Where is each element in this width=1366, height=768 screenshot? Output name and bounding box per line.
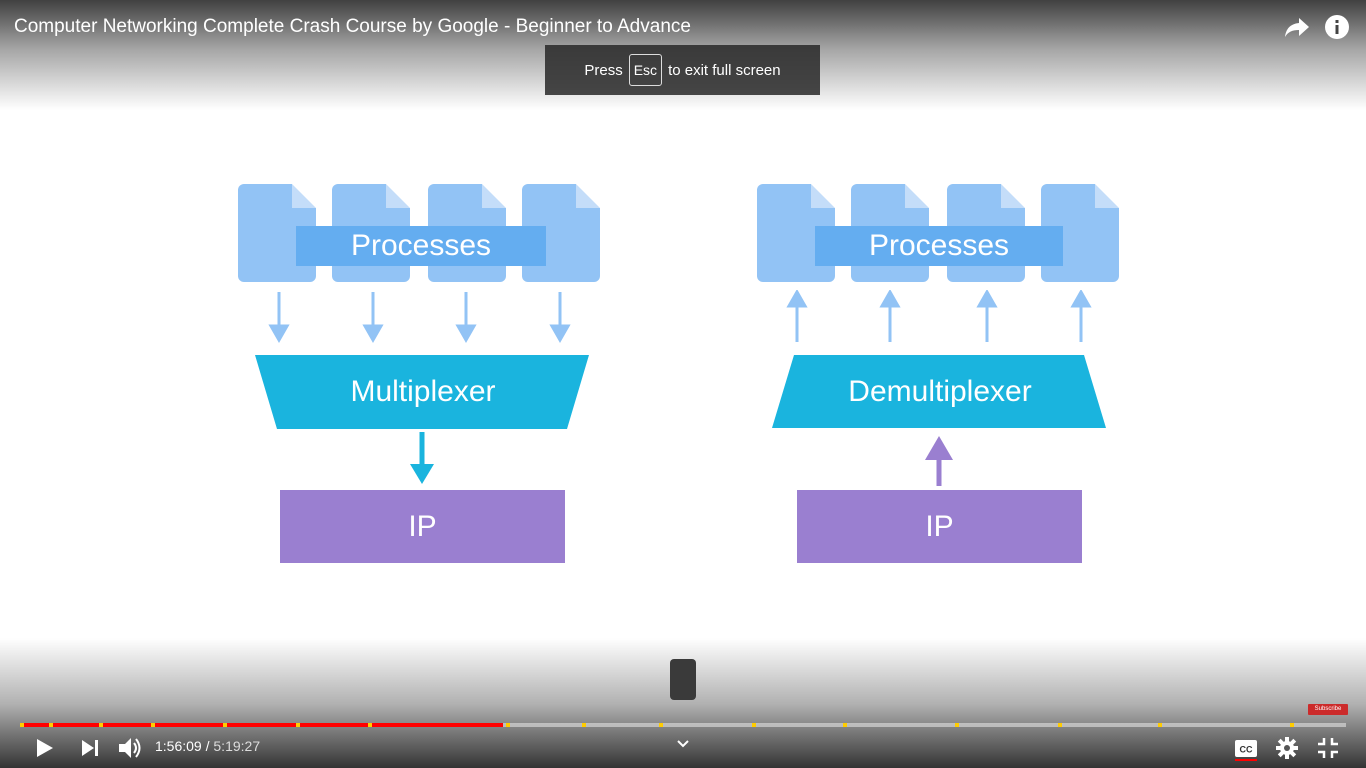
fullscreen-exit-toast: Press Esc to exit full screen <box>545 45 820 95</box>
demultiplexer-label: Demultiplexer <box>848 375 1032 408</box>
info-icon[interactable] <box>1324 14 1350 40</box>
ip-to-demux-arrow <box>925 436 953 486</box>
mux-to-ip-arrow <box>410 432 434 484</box>
chapter-marker <box>843 723 847 727</box>
play-icon[interactable] <box>32 736 56 765</box>
chapter-marker <box>506 723 510 727</box>
chapter-marker <box>1058 723 1062 727</box>
subscribe-watermark[interactable]: Subscribe <box>1308 704 1348 715</box>
down-arrows <box>268 292 571 344</box>
chapter-marker <box>223 723 227 727</box>
toast-prefix: Press <box>584 61 623 79</box>
chapter-marker <box>99 723 103 727</box>
chapter-marker <box>151 723 155 727</box>
chapter-marker <box>49 723 53 727</box>
chapter-marker <box>752 723 756 727</box>
duration: 5:19:27 <box>213 738 261 754</box>
settings-icon[interactable] <box>1276 737 1298 764</box>
chapter-marker <box>20 723 24 727</box>
multiplexer-label: Multiplexer <box>350 375 496 408</box>
processes-label: Processes <box>296 226 546 266</box>
chapter-marker <box>368 723 372 727</box>
exit-fullscreen-icon[interactable] <box>1316 736 1340 765</box>
chapter-marker <box>955 723 959 727</box>
multiplexer-shape <box>255 355 589 429</box>
progress-played <box>20 723 503 727</box>
next-icon[interactable] <box>78 736 102 765</box>
up-arrows <box>786 290 1092 342</box>
chapter-marker <box>659 723 663 727</box>
current-time: 1:56:09 <box>155 738 202 754</box>
time-separator: / <box>201 738 214 754</box>
share-icon[interactable] <box>1284 14 1310 40</box>
volume-icon[interactable] <box>117 735 143 766</box>
svg-text:CC: CC <box>1240 745 1253 755</box>
demultiplexer-shape <box>772 355 1106 428</box>
esc-key: Esc <box>628 54 663 86</box>
chapter-marker <box>1290 723 1294 727</box>
chevron-down-icon[interactable] <box>675 737 691 756</box>
ip-layer-box: IP <box>797 490 1082 563</box>
toast-suffix: to exit full screen <box>668 61 781 79</box>
center-handle[interactable] <box>670 659 696 700</box>
captions-icon[interactable]: CC <box>1234 737 1258 766</box>
time-display: 1:56:09 / 5:19:27 <box>155 738 260 754</box>
progress-bar[interactable] <box>20 723 1346 727</box>
processes-label: Processes <box>815 226 1063 266</box>
chapter-marker <box>582 723 586 727</box>
video-title[interactable]: Computer Networking Complete Crash Cours… <box>14 16 691 37</box>
ip-layer-box: IP <box>280 490 565 563</box>
chapter-marker <box>1158 723 1162 727</box>
chapter-marker <box>296 723 300 727</box>
